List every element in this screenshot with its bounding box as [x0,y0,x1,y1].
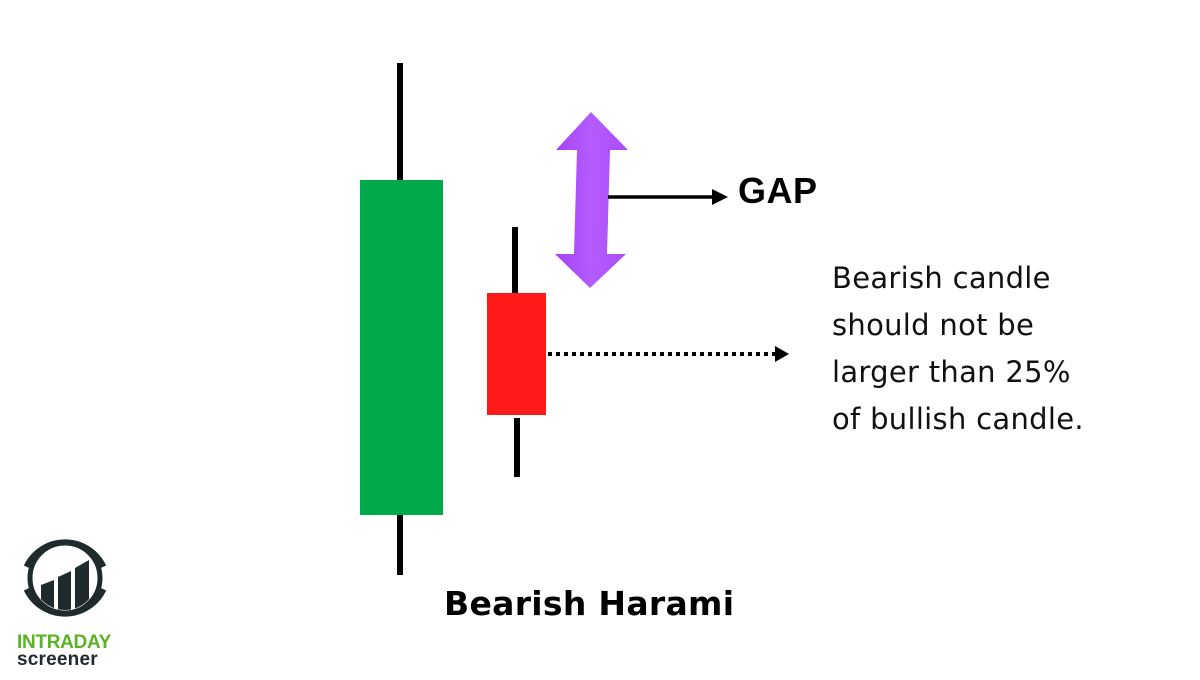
note-pointer-dotted-arrow-icon [548,346,789,362]
bearish-candle-body [487,293,546,415]
rule-note-line-1: Bearish candle [832,261,1051,295]
rule-note-line-3: larger than 25% [832,355,1071,389]
logo-text-intraday: INTRADAY [17,632,112,653]
intraday-screener-logo: INTRADAY screener [10,525,130,675]
bullish-candle-lower-wick [397,515,403,575]
pattern-title: Bearish Harami [444,584,735,623]
gap-label: GAP [738,170,818,211]
logo-text-screener: screener [17,649,98,670]
bullish-candle-upper-wick [397,63,403,181]
bar-chart-circle-icon [23,539,107,617]
rule-note-line-4: of bullish candle. [832,402,1084,436]
bullish-candle-body [360,180,443,515]
rule-note-line-2: should not be [832,308,1035,342]
rule-note: Bearish candle should not be larger than… [832,255,1084,443]
bearish-candle-upper-wick [512,227,518,294]
bearish-candle-lower-wick [514,418,520,477]
gap-double-arrow-icon [555,112,628,288]
gap-pointer-arrow-icon [608,189,728,205]
